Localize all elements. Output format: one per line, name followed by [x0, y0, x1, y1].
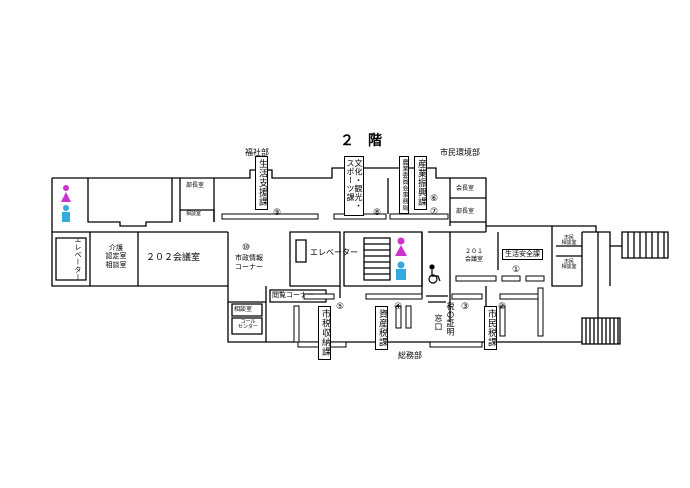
label-shimin-zei: 市民税課: [484, 306, 497, 350]
floor-title: ２ 階: [340, 133, 382, 149]
room-shisei-joho: 市政情報 コーナー: [235, 254, 263, 272]
elevator-left-label: エレベーター: [74, 236, 82, 281]
room-seikatsu-anzen: 生活安全課: [502, 249, 543, 260]
counter-3: ③: [461, 302, 469, 312]
label-shizei-shuno: 市税収納課: [318, 306, 331, 360]
welfare-department-label: 福社部: [245, 148, 269, 157]
room-sodan-lower: 相談室: [234, 306, 253, 313]
label-sangyo: 産業振興課: [414, 156, 427, 210]
room-shimin-sodan-2: 市民 相談室: [561, 259, 577, 270]
counter-numbers: ① ② ③ ④ ⑤ ⑥ ⑦ ⑧ ⑨ ⑩: [242, 194, 520, 312]
environment-department-label: 市民環境部: [440, 148, 480, 157]
elevator-center-label: エレベーター: [310, 248, 358, 257]
label-madoguchi: 窓口: [434, 314, 443, 331]
counter-1: ①: [512, 265, 520, 275]
room-sodan-left: 相談室: [186, 211, 202, 217]
room-kaigi-202: ２０２会議室: [146, 253, 201, 263]
male-restroom-icon: [62, 205, 406, 280]
counter-4: ④: [394, 302, 402, 312]
room-bucho-left: 部長室: [186, 182, 205, 189]
label-bunka: 文化・観光・スポーツ課: [344, 156, 364, 216]
wheelchair-icon: [428, 264, 441, 284]
counter-2: ②: [498, 302, 506, 312]
counter-8: ⑧: [373, 208, 381, 218]
female-restroom-icon: [61, 185, 407, 256]
room-shimin-sodan-1: 市民 相談室: [561, 235, 577, 246]
counter-5: ⑤: [336, 302, 344, 312]
room-call-center: コール センター: [237, 319, 258, 330]
room-etsuran: 閲覧コーナー: [272, 291, 314, 299]
general-affairs-department-label: 総務部: [398, 351, 422, 360]
walls: [51, 167, 669, 345]
counters: [221, 213, 545, 348]
room-kaigo: 介護 認定室 相談室: [105, 244, 127, 269]
room-kaicho: 会長室: [456, 185, 475, 192]
label-shisan-zei: 資産税課: [375, 306, 388, 350]
label-nogyo-iinkai: 農業委員会事務局: [399, 156, 409, 214]
label-seikatsu-shien: 生活支援課: [255, 156, 268, 210]
counter-10: ⑩: [242, 243, 250, 253]
counter-7: ⑦: [430, 207, 438, 217]
counter-9: ⑨: [273, 208, 281, 218]
room-kaigi-201: ２０１ 会議室: [464, 248, 483, 263]
counter-6: ⑥: [430, 194, 438, 204]
room-bucho-right: 部長室: [456, 208, 475, 215]
label-zei-shomei: 税の証明: [446, 302, 455, 336]
